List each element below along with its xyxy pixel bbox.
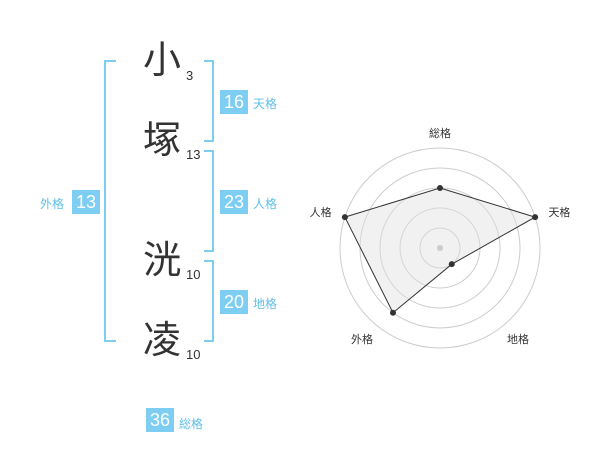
name-char-2: 塚 — [142, 118, 181, 162]
name-char-4-strokes: 10 — [186, 347, 201, 362]
radar-point-2 — [448, 261, 455, 268]
radar-ring-5 — [339, 147, 541, 349]
name-char-2-strokes: 13 — [186, 147, 201, 162]
name-char-3: 洸 — [142, 238, 181, 282]
radar-axis-label-4: 人格 — [310, 205, 332, 219]
radar-ring-1 — [419, 227, 461, 269]
radar-axis-label-1: 天格 — [548, 205, 570, 219]
radar-axis-label-3: 外格 — [351, 332, 373, 346]
gai-bracket — [104, 60, 116, 342]
chi-bracket — [204, 260, 214, 342]
jin-kaku-label: 人格 — [253, 197, 278, 211]
chi-kaku-value: 20 — [220, 290, 248, 314]
gai-kaku-label: 外格 — [40, 197, 65, 211]
radar-point-0 — [437, 185, 443, 191]
ten-kaku-value: 16 — [220, 90, 248, 114]
name-char-4: 凌 — [142, 318, 181, 362]
radar-point-3 — [389, 309, 396, 316]
gai-kaku-value: 13 — [72, 190, 100, 214]
radar-point-1 — [532, 214, 539, 221]
name-char-1-strokes: 3 — [186, 68, 194, 83]
name-char-3-strokes: 10 — [186, 267, 201, 282]
sou-kaku-label: 総格 — [179, 417, 204, 431]
ten-bracket — [204, 60, 214, 142]
chi-kaku-label: 地格 — [253, 297, 278, 311]
radar-point-4 — [341, 214, 348, 221]
radar-data-points — [341, 185, 539, 316]
jin-kaku-value: 23 — [220, 190, 248, 214]
name-char-1: 小 — [142, 38, 181, 82]
ten-kaku-label: 天格 — [253, 97, 278, 111]
jin-bracket — [204, 150, 214, 252]
radar-axis-label-2: 地格 — [507, 332, 529, 346]
radar-center-dot — [437, 245, 443, 251]
sou-kaku-value: 36 — [146, 408, 174, 432]
radar-axis-label-0: 総格 — [429, 126, 451, 140]
